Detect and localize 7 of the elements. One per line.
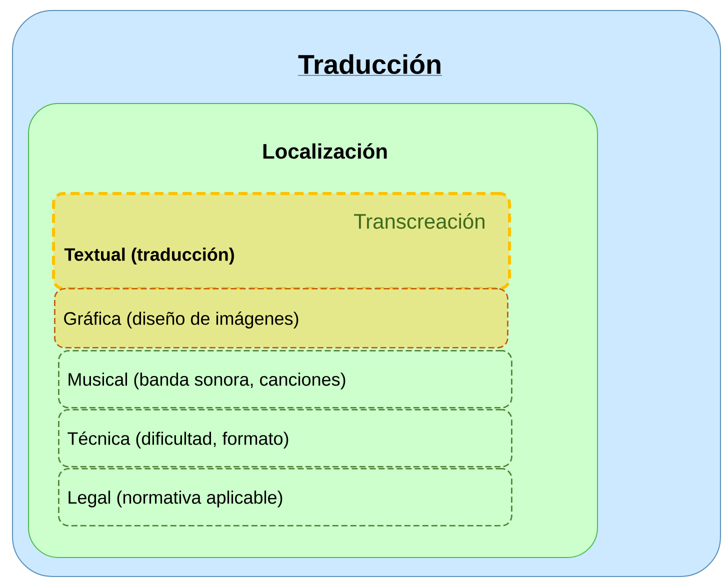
category-box: Legal (normativa aplicable) [58,468,512,526]
category-box: Musical (banda sonora, canciones) [58,350,512,408]
panel-heading: Localización [263,143,387,159]
category-box: Transcreación Textual (traducción) [52,192,511,290]
category-box: Técnica (dificultad, formato) [58,409,512,468]
panel-heading: Traducción [298,54,442,76]
category-box: Gráfica (diseño de imágenes) [54,288,508,348]
